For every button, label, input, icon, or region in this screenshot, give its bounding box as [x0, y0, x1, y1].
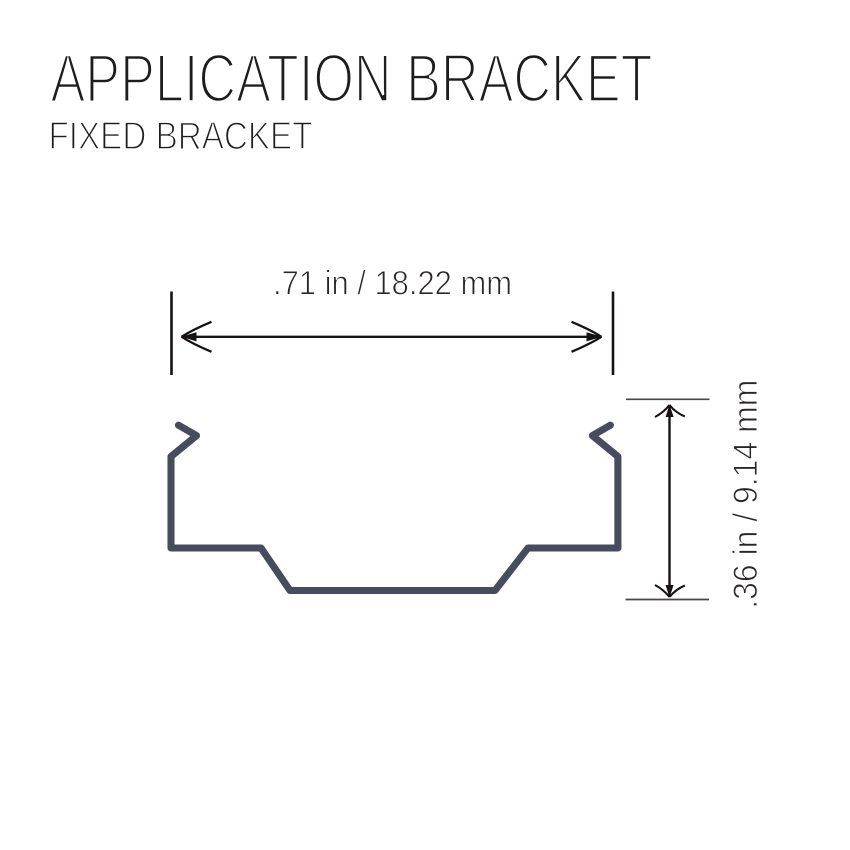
svg-text:FIXED BRACKET: FIXED BRACKET: [49, 115, 313, 158]
svg-text:.71 in / 18.22 mm: .71 in / 18.22 mm: [273, 265, 512, 303]
svg-text:.36 in / 9.14 mm: .36 in / 9.14 mm: [727, 380, 765, 609]
svg-text:APPLICATION BRACKET: APPLICATION BRACKET: [51, 41, 653, 117]
